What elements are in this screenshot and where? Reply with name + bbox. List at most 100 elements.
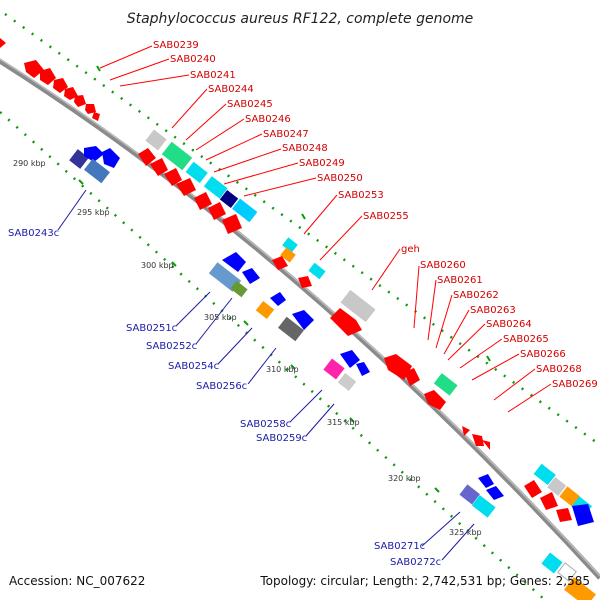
kbp-label: 295 kbp — [77, 208, 110, 217]
gene-block — [340, 289, 376, 323]
genome-backbone-highlight — [0, 58, 600, 577]
gene-arrow — [572, 504, 594, 526]
forward-genes — [0, 38, 596, 600]
kbp-label: 310 kbp — [266, 365, 299, 374]
gene-label-fwd: SAB0240 — [170, 54, 216, 65]
gene-block — [337, 372, 357, 392]
gene-arrow — [85, 104, 96, 114]
dotted-track-outer — [4, 12, 600, 447]
topology-text: Topology: circular; Length: 2,742,531 bp… — [259, 574, 590, 588]
gene-label-rev: SAB0258c — [240, 419, 291, 430]
gene-arrow — [424, 390, 446, 410]
gene-arrow — [194, 192, 212, 210]
gene-arrow — [340, 350, 360, 368]
gene-label-fwd: SAB0241 — [190, 70, 236, 81]
gene-label-fwd: SAB0263 — [470, 305, 516, 316]
gene-arrow — [298, 276, 312, 288]
gene-block — [459, 484, 480, 505]
gene-block — [69, 149, 89, 169]
gene-block — [84, 158, 110, 184]
gene-arrow — [330, 308, 362, 336]
gene-arrow — [356, 362, 370, 376]
gene-label-fwd: SAB0261 — [437, 275, 483, 286]
gene-arrow — [150, 158, 168, 176]
gene-block — [185, 161, 208, 184]
gene-label-fwd: SAB0244 — [208, 84, 254, 95]
gene-arrow — [208, 202, 226, 220]
gene-block — [230, 280, 248, 298]
accession-text: Accession: NC_007622 — [9, 574, 145, 588]
gene-label-fwd: SAB0269 — [552, 379, 598, 390]
gene-label-fwd: SAB0268 — [536, 364, 582, 375]
gene-label-fwd: SAB0253 — [338, 190, 384, 201]
genome-backbone — [0, 58, 600, 580]
gene-arrow — [24, 60, 44, 78]
gene-label-fwd: SAB0262 — [453, 290, 499, 301]
gene-label-fwd: SAB0246 — [245, 114, 291, 125]
gene-label-fwd: SAB0239 — [153, 40, 199, 51]
kbp-label: 315 kbp — [327, 418, 360, 427]
kbp-label: 300 kbp — [141, 261, 174, 270]
gene-label-fwd: SAB0255 — [363, 211, 409, 222]
map-title: Staphylococcus aureus RF122, complete ge… — [127, 11, 474, 27]
gene-arrow — [486, 486, 504, 500]
gene-block — [559, 486, 580, 507]
gene-label-rev: SAB0252c — [146, 341, 197, 352]
gene-block — [564, 577, 596, 600]
gene-label-fwd: SAB0260 — [420, 260, 466, 271]
gene-block — [232, 198, 258, 223]
gene-arrow — [404, 368, 420, 386]
gene-arrow — [556, 508, 572, 522]
gene-block — [203, 176, 228, 199]
kbp-labels: 290 kbp 295 kbp 300 kbp 305 kbp 310 kbp … — [13, 159, 482, 537]
gene-arrow — [64, 87, 78, 100]
gene-block — [255, 300, 275, 320]
forward-labels: SAB0239 SAB0240 SAB0241 SAB0244 SAB0245 … — [153, 40, 598, 390]
gene-block — [161, 141, 193, 171]
gene-block — [208, 262, 242, 292]
kbp-label: 320 kbp — [388, 474, 421, 483]
gene-label-rev: SAB0256c — [196, 381, 247, 392]
gene-arrow — [74, 95, 86, 107]
reverse-labels: SAB0243c SAB0251c SAB0252c SAB0254c SAB0… — [8, 228, 441, 568]
gene-label-fwd: SAB0266 — [520, 349, 566, 360]
dotted-track-inner — [0, 111, 546, 600]
gene-block — [280, 247, 296, 263]
gene-arrow — [84, 146, 104, 162]
reverse-leader-lines — [57, 189, 475, 561]
gene-arrow — [540, 492, 558, 510]
gene-label-fwd: SAB0265 — [503, 334, 549, 345]
kbp-label: 290 kbp — [13, 159, 46, 168]
kbp-label: 305 kbp — [204, 313, 237, 322]
gene-arrow — [164, 168, 182, 186]
gene-arrow — [478, 474, 494, 488]
gene-arrow — [138, 148, 156, 166]
gene-label-rev: SAB0271c — [374, 541, 425, 552]
gene-label-fwd: SAB0245 — [227, 99, 273, 110]
gene-arrow — [0, 38, 6, 48]
gene-label-fwd: geh — [401, 244, 420, 255]
gene-block — [547, 476, 567, 496]
gene-label-fwd: SAB0250 — [317, 173, 363, 184]
gene-arrow — [270, 292, 286, 306]
dotted-tracks — [0, 12, 600, 600]
gene-arrow — [176, 178, 196, 196]
gene-label-fwd: SAB0249 — [299, 158, 345, 169]
gene-block — [219, 189, 239, 209]
gene-arrow — [272, 256, 288, 270]
gene-block — [471, 495, 496, 518]
gene-block — [557, 562, 577, 582]
gene-arrow — [242, 268, 260, 284]
gene-block — [323, 358, 345, 380]
gene-arrow — [472, 434, 484, 446]
gene-label-fwd: SAB0247 — [263, 129, 309, 140]
gene-arrow — [482, 440, 490, 450]
gene-arrow — [222, 252, 246, 272]
gene-block — [278, 316, 304, 342]
gene-arrow — [53, 78, 68, 93]
gene-arrow — [462, 426, 470, 436]
kbp-ticks — [78, 65, 491, 493]
gene-label-rev: SAB0251c — [126, 323, 177, 334]
kbp-label: 325 kbp — [449, 528, 482, 537]
